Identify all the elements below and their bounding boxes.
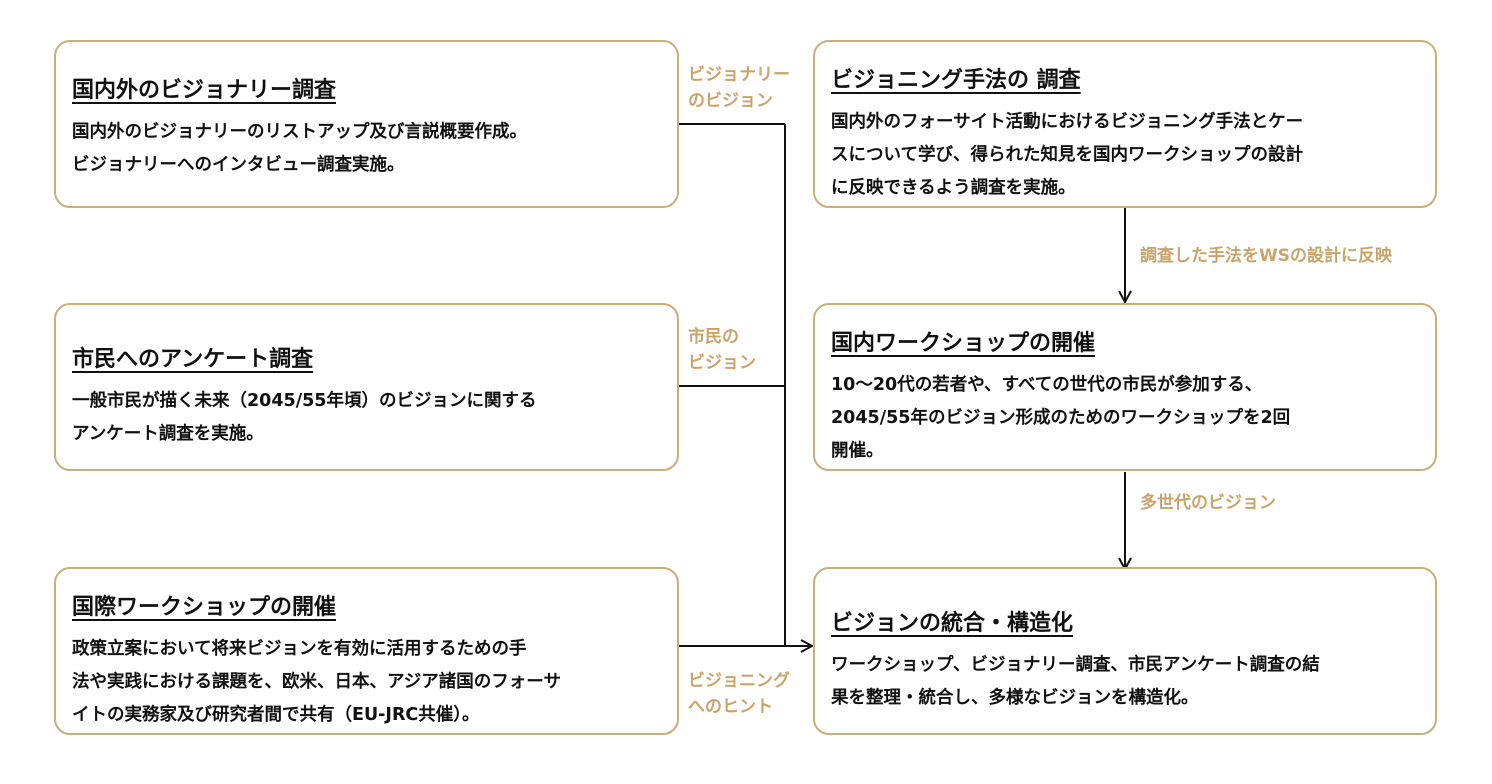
domestic-workshop-title: 国内ワークショップの開催 bbox=[831, 331, 1096, 356]
visioning-method-body: 国内外のフォーサイト活動におけるビジョニング手法とケー スについて学び、得られた… bbox=[831, 106, 1419, 205]
citizen-survey-line: アンケート調査を実施。 bbox=[72, 424, 264, 444]
integration-title: ビジョンの統合・構造化 bbox=[831, 611, 1074, 636]
visionary-survey-body: 国内外のビジョナリーのリストアップ及び言説概要作成。 ビジョナリーへのインタビュ… bbox=[72, 116, 661, 182]
visionary-survey-line: ビジョナリーへのインタビュー調査実施。 bbox=[72, 155, 405, 175]
visionary-vision-label-line: のビジョン bbox=[688, 91, 773, 111]
multigen-vision-label: 多世代のビジョン bbox=[1140, 490, 1276, 516]
citizen-vision-label-line: 市民の bbox=[688, 327, 739, 347]
intl-workshop-box: 国際ワークショップの開催 政策立案において将来ビジョンを有効に活用するための手 … bbox=[54, 567, 679, 735]
domestic-workshop-body: 10～20代の若者や、すべての世代の市民が参加する、 2045/55年のビジョン… bbox=[831, 369, 1419, 468]
intl-workshop-line: 政策立案において将来ビジョンを有効に活用するための手 bbox=[72, 639, 527, 659]
citizen-survey-title: 市民へのアンケート調査 bbox=[72, 347, 314, 372]
visioning-method-title: ビジョニング手法の 調査 bbox=[831, 68, 1081, 93]
multigen-vision-label-line: 多世代のビジョン bbox=[1140, 493, 1276, 513]
intl-workshop-body: 政策立案において将来ビジョンを有効に活用するための手 法や実践における課題を、欧… bbox=[72, 633, 661, 732]
domestic-workshop-line: 10～20代の若者や、すべての世代の市民が参加する、 bbox=[831, 375, 1263, 395]
citizen-survey-box: 市民へのアンケート調査 一般市民が描く未来（2045/55年頃）のビジョンに関す… bbox=[54, 303, 679, 471]
visionary-vision-label: ビジョナリー のビジョン bbox=[688, 62, 790, 114]
citizen-survey-line: 一般市民が描く未来（2045/55年頃）のビジョンに関する bbox=[72, 391, 537, 411]
visioning-method-line: に反映できるよう調査を実施。 bbox=[831, 178, 1076, 198]
visioning-method-line: 国内外のフォーサイト活動におけるビジョニング手法とケー bbox=[831, 112, 1304, 132]
visioning-method-line: スについて学び、得られた知見を国内ワークショップの設計 bbox=[831, 145, 1303, 165]
integration-line: ワークショップ、ビジョナリー調査、市民アンケート調査の結 bbox=[831, 655, 1320, 675]
method-to-ws-label: 調査した手法をWSの設計に反映 bbox=[1140, 243, 1392, 269]
integration-box: ビジョンの統合・構造化 ワークショップ、ビジョナリー調査、市民アンケート調査の結… bbox=[813, 567, 1437, 735]
domestic-workshop-line: 開催。 bbox=[831, 441, 884, 461]
intl-workshop-title: 国際ワークショップの開催 bbox=[72, 595, 337, 620]
method-to-ws-label-line: 調査した手法をWSの設計に反映 bbox=[1140, 246, 1392, 266]
intl-workshop-line: 法や実践における課題を、欧米、日本、アジア諸国のフォーサ bbox=[72, 672, 561, 692]
domestic-workshop-line: 2045/55年のビジョン形成のためのワークショップを2回 bbox=[831, 408, 1291, 428]
visionary-survey-line: 国内外のビジョナリーのリストアップ及び言説概要作成。 bbox=[72, 122, 527, 142]
integration-line: 果を整理・統合し、多様なビジョンを構造化。 bbox=[831, 688, 1199, 708]
visioning-hint-label-line: へのヒント bbox=[688, 697, 773, 717]
integration-body: ワークショップ、ビジョナリー調査、市民アンケート調査の結 果を整理・統合し、多様… bbox=[831, 649, 1419, 715]
domestic-workshop-box: 国内ワークショップの開催 10～20代の若者や、すべての世代の市民が参加する、 … bbox=[813, 303, 1437, 471]
visionary-vision-label-line: ビジョナリー bbox=[688, 65, 790, 85]
intl-workshop-line: イトの実務家及び研究者間で共有（EU-JRC共催）。 bbox=[72, 705, 480, 725]
visionary-survey-box: 国内外のビジョナリー調査 国内外のビジョナリーのリストアップ及び言説概要作成。 … bbox=[54, 40, 679, 208]
visioning-hint-label-line: ビジョニング bbox=[688, 671, 790, 691]
visioning-method-box: ビジョニング手法の 調査 国内外のフォーサイト活動におけるビジョニング手法とケー… bbox=[813, 40, 1437, 208]
visionary-survey-title: 国内外のビジョナリー調査 bbox=[72, 78, 337, 103]
citizen-survey-body: 一般市民が描く未来（2045/55年頃）のビジョンに関する アンケート調査を実施… bbox=[72, 385, 661, 451]
visioning-hint-label: ビジョニング へのヒント bbox=[688, 668, 790, 720]
citizen-vision-label-line: ビジョン bbox=[688, 353, 756, 373]
citizen-vision-label: 市民の ビジョン bbox=[688, 324, 756, 376]
